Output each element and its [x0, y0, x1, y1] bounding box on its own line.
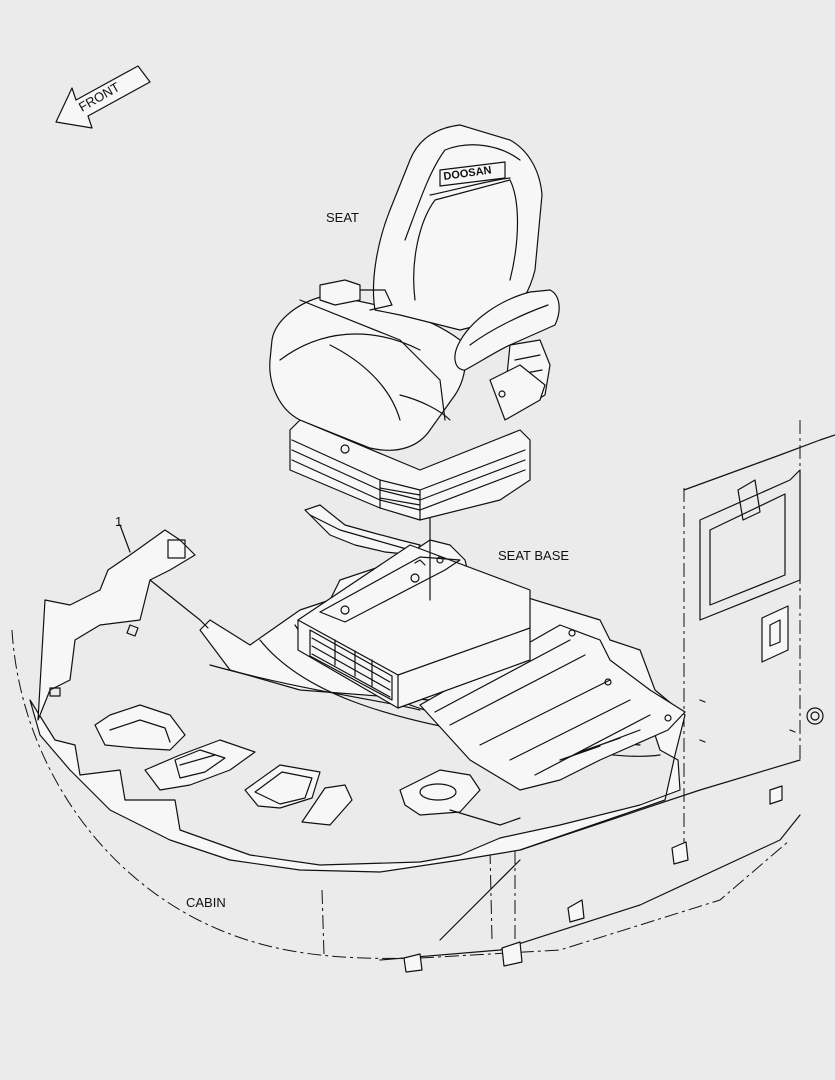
seat: DOOSAN [269, 124, 560, 521]
callout-1: 1 [115, 514, 123, 529]
seat-label: SEAT [326, 210, 359, 225]
cabin-floor-base [379, 759, 801, 973]
seat-base [297, 544, 531, 709]
callout-1-leader [119, 524, 131, 553]
seat-base-label: SEAT BASE [498, 548, 570, 563]
cabin-label: CABIN [186, 895, 226, 910]
floor-mat-part-1 [29, 504, 686, 873]
cabin-door-frame [683, 434, 835, 743]
front-arrow-icon: FRONT [55, 65, 151, 129]
